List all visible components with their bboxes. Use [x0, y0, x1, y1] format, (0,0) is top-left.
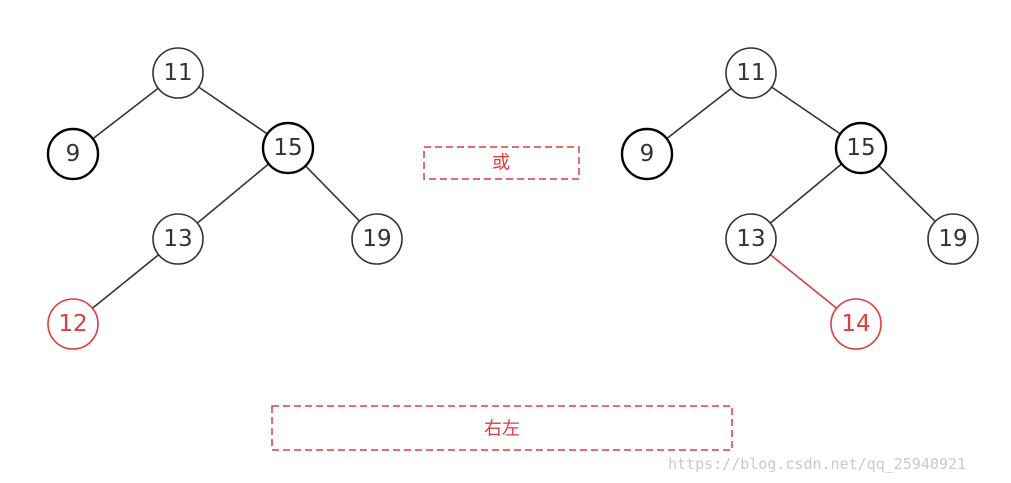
- node-circle: [830, 298, 882, 350]
- left-tree-node-19: 19: [351, 213, 403, 265]
- nodes-layer: 11 9 15 13 19 12 11 9 15 13 19 14: [46, 47, 979, 350]
- right-tree-node-13: 13: [725, 213, 777, 265]
- left-tree-edge-a15-a13: [196, 163, 270, 224]
- node-label: 11: [163, 60, 192, 86]
- right-tree-node-11: 11: [725, 47, 777, 99]
- right-tree-edge-b11-b15: [771, 86, 841, 135]
- watermark-text: https://blog.csdn.net/qq_25940921: [668, 455, 966, 473]
- node-circle: [351, 213, 403, 265]
- case-label: 右左: [484, 419, 520, 440]
- left-tree-node-9: 9: [46, 127, 100, 181]
- node-circle: [47, 298, 99, 350]
- right-tree-node-9: 9: [620, 127, 674, 181]
- node-label: 12: [58, 311, 87, 337]
- node-label: 11: [736, 60, 765, 86]
- node-label: 15: [273, 135, 302, 161]
- node-label: 15: [846, 135, 875, 161]
- node-label: 19: [362, 226, 391, 252]
- node-label: 13: [163, 226, 192, 252]
- node-circle: [46, 127, 100, 181]
- node-circle: [620, 127, 674, 181]
- left-tree-edge-a15-a19: [304, 165, 361, 222]
- or-box-border: [423, 146, 580, 180]
- or-label-box: 或: [423, 146, 580, 180]
- left-tree-node-11: 11: [152, 47, 204, 99]
- right-tree-edge-b15-b13: [769, 163, 843, 224]
- right-tree-edge-b11-b9: [666, 87, 732, 140]
- node-circle: [927, 213, 979, 265]
- right-tree-edge-b15-b19: [878, 165, 936, 222]
- left-tree-edge-a11-a9: [92, 87, 159, 140]
- node-label: 9: [640, 141, 655, 167]
- node-label: 19: [938, 226, 967, 252]
- node-label: 9: [66, 141, 81, 167]
- left-tree-node-12: 12: [47, 298, 99, 350]
- right-tree-node-14: 14: [830, 298, 882, 350]
- left-tree-edge-a13-a12: [91, 254, 160, 309]
- node-circle: [152, 213, 204, 265]
- case-box-border: [271, 405, 733, 451]
- right-tree-edge-b13-b14: [769, 254, 838, 309]
- case-label-box: 右左: [271, 405, 733, 451]
- left-tree-edge-a11-a15: [198, 86, 268, 135]
- node-circle: [725, 213, 777, 265]
- edges-layer: [91, 86, 936, 309]
- node-circle: [834, 121, 888, 175]
- node-circle: [152, 47, 204, 99]
- or-label: 或: [492, 153, 510, 174]
- right-tree-node-15: 15: [834, 121, 888, 175]
- node-label: 13: [736, 226, 765, 252]
- node-label: 14: [841, 311, 870, 337]
- node-circle: [261, 121, 315, 175]
- left-tree-node-13: 13: [152, 213, 204, 265]
- right-tree-node-19: 19: [927, 213, 979, 265]
- node-circle: [725, 47, 777, 99]
- left-tree-node-15: 15: [261, 121, 315, 175]
